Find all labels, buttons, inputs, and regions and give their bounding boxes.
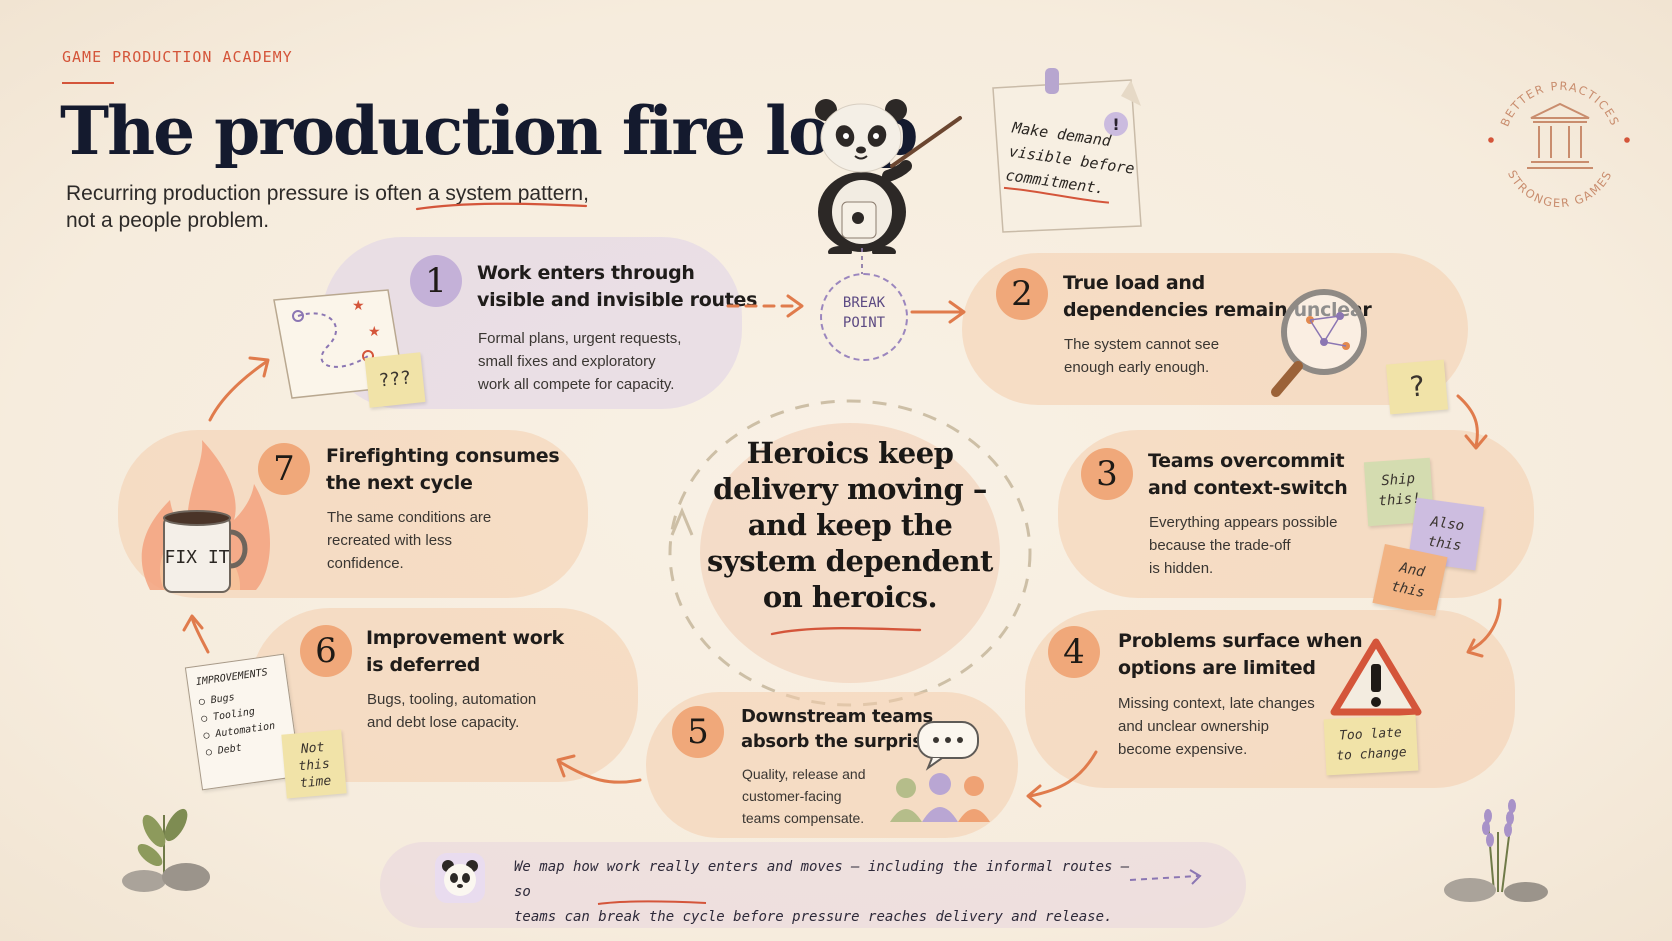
step-title-5: Downstream teams absorb the surprise bbox=[741, 704, 935, 754]
step-body-7-line2: recreated with less bbox=[327, 532, 453, 549]
pin-icon bbox=[1045, 68, 1059, 94]
mentor-note: ! Make demand visible before commitment. bbox=[992, 68, 1142, 233]
step-title-2-line1: True load and bbox=[1063, 272, 1205, 294]
fire-mug-icon bbox=[141, 440, 270, 593]
step-title-3-line1: Teams overcommit bbox=[1148, 450, 1345, 472]
step-body-4-line2: and unclear ownership bbox=[1118, 718, 1269, 735]
step-number-2: 2 bbox=[996, 268, 1048, 320]
step-number-3: 3 bbox=[1081, 448, 1133, 500]
step-body-4: Missing context, late changes and unclea… bbox=[1118, 692, 1315, 761]
step-title-3-line2: and context-switch bbox=[1148, 477, 1348, 499]
footer-banner bbox=[380, 842, 1246, 928]
subtitle-line2: not a people problem. bbox=[66, 209, 270, 232]
step-body-1-line3: work all compete for capacity. bbox=[478, 376, 675, 393]
step-body-7-line3: confidence. bbox=[327, 555, 404, 572]
center-underline bbox=[770, 627, 922, 636]
mug-label: FIX IT bbox=[164, 547, 230, 568]
step-title-4-line1: Problems surface when bbox=[1118, 630, 1363, 652]
warning-icon bbox=[1330, 638, 1422, 716]
step-title-5-line2: absorb the surprise bbox=[741, 731, 935, 752]
step-body-1-line2: small fixes and exploratory bbox=[478, 353, 656, 370]
step-number-4: 4 bbox=[1048, 626, 1100, 678]
step-body-1-line1: Formal plans, urgent requests, bbox=[478, 330, 682, 347]
step-title-5-line1: Downstream teams bbox=[741, 706, 933, 727]
step-body-6-line2: and debt lose capacity. bbox=[367, 714, 520, 731]
people-icon bbox=[890, 721, 990, 822]
step-number-6: 6 bbox=[300, 625, 352, 677]
footer-arrow-icon bbox=[1129, 869, 1202, 885]
subtitle: Recurring production pressure is often a… bbox=[66, 180, 589, 234]
step-number-1: 1 bbox=[410, 255, 462, 307]
step-title-7-line1: Firefighting consumes bbox=[326, 445, 560, 467]
step-body-2: The system cannot see enough early enoug… bbox=[1064, 333, 1219, 379]
step-title-1-line1: Work enters through bbox=[477, 262, 695, 284]
break-point-circle bbox=[820, 273, 908, 361]
svg-text:★: ★ bbox=[352, 298, 365, 314]
temple-icon bbox=[1527, 102, 1593, 169]
plant-left-icon bbox=[122, 808, 210, 892]
eyebrow-rule bbox=[62, 82, 114, 84]
break-point-line2: POINT bbox=[842, 315, 886, 331]
footer-line1: We map how work really enters and moves … bbox=[514, 859, 1130, 900]
step-card-2 bbox=[962, 253, 1468, 405]
step-title-4-line2: options are limited bbox=[1118, 657, 1316, 679]
step-body-7: The same conditions are recreated with l… bbox=[327, 506, 491, 575]
step-title-1: Work enters through visible and invisibl… bbox=[477, 260, 757, 314]
step-body-3-line2: because the trade-off bbox=[1149, 537, 1291, 554]
step-body-5-line2: customer-facing bbox=[742, 788, 842, 804]
lavender-icon bbox=[1444, 799, 1548, 902]
step-number-7: 7 bbox=[258, 443, 310, 495]
step-body-6: Bugs, tooling, automation and debt lose … bbox=[367, 688, 536, 734]
step-body-5: Quality, release and customer-facing tea… bbox=[742, 763, 865, 829]
subtitle-underline bbox=[415, 202, 588, 211]
subtitle-highlight: system pattern bbox=[445, 182, 584, 205]
page-title: The production fire loop bbox=[60, 92, 918, 170]
footer-highlight: break the cycle bbox=[598, 909, 725, 925]
step-title-7: Firefighting consumes the next cycle bbox=[326, 443, 560, 497]
break-point-label: BREAK POINT bbox=[820, 293, 908, 333]
subtitle-line1-pre: Recurring production pressure is often a bbox=[66, 182, 446, 205]
step-number-5: 5 bbox=[672, 706, 724, 758]
step-title-1-line2: visible and invisible routes bbox=[477, 289, 758, 311]
step-title-6-line2: is deferred bbox=[366, 654, 481, 676]
footer-line2-post: before pressure reaches delivery and rel… bbox=[724, 909, 1113, 925]
panda-avatar bbox=[435, 853, 485, 903]
magnifier-icon bbox=[1271, 289, 1367, 397]
subtitle-line1-post: , bbox=[583, 182, 589, 205]
step-body-4-line3: become expensive. bbox=[1118, 741, 1248, 758]
mentor-note-mark: ! bbox=[1112, 115, 1119, 134]
step-card-4 bbox=[1025, 610, 1515, 788]
step-title-7-line2: the next cycle bbox=[326, 472, 473, 494]
step-body-2-line2: enough early enough. bbox=[1064, 359, 1210, 376]
step-body-3-line3: is hidden. bbox=[1149, 560, 1214, 577]
footer-message: We map how work really enters and moves … bbox=[514, 855, 1134, 930]
step-body-5-line1: Quality, release and bbox=[742, 766, 866, 782]
step-title-6-line1: Improvement work bbox=[366, 627, 564, 649]
step-body-4-line1: Missing context, late changes bbox=[1118, 695, 1315, 712]
step-body-7-line1: The same conditions are bbox=[327, 509, 492, 526]
step-title-6: Improvement work is deferred bbox=[366, 625, 564, 679]
step-body-3-line1: Everything appears possible bbox=[1149, 514, 1338, 531]
step-title-4: Problems surface when options are limite… bbox=[1118, 628, 1363, 682]
eyebrow-label: GAME PRODUCTION ACADEMY bbox=[62, 48, 293, 66]
badge-seal: BETTER PRACTICES STRONGER GAMES bbox=[1488, 79, 1630, 210]
step-body-1: Formal plans, urgent requests, small fix… bbox=[478, 327, 681, 396]
step-body-6-line1: Bugs, tooling, automation bbox=[367, 691, 537, 708]
step-body-3: Everything appears possible because the … bbox=[1149, 511, 1337, 580]
footer-underline bbox=[597, 900, 707, 905]
footer-line2-pre: teams can bbox=[514, 909, 599, 925]
step-body-2-line1: The system cannot see bbox=[1064, 336, 1220, 353]
panda-mentor bbox=[815, 99, 962, 254]
step-title-3: Teams overcommit and context-switch bbox=[1148, 448, 1348, 502]
step-body-5-line3: teams compensate. bbox=[742, 810, 865, 826]
break-point-line1: BREAK bbox=[842, 295, 886, 311]
center-message: Heroics keep delivery moving – and keep … bbox=[707, 436, 993, 614]
svg-text:★: ★ bbox=[368, 324, 381, 340]
